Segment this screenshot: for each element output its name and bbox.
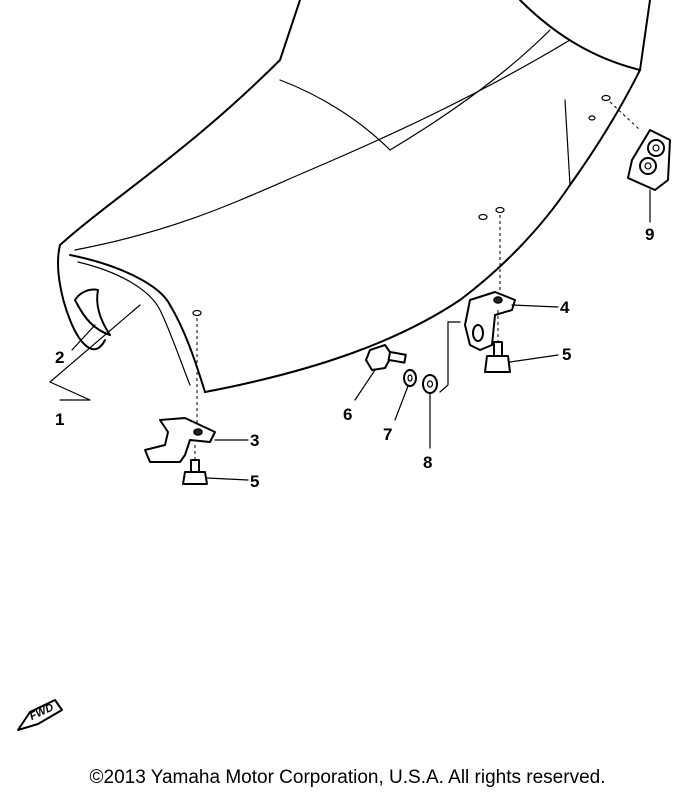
callout-3: 3 [250,431,259,450]
callout-5a: 5 [250,472,259,491]
washer-7 [394,369,417,421]
callout-6: 6 [343,405,352,424]
callout-8: 8 [423,453,432,472]
seat-outline [57,0,651,393]
washer-8 [422,374,438,449]
callout-1-leader [49,304,141,401]
bolt-5b [484,310,559,373]
bolt-6 [354,344,407,401]
callout-5b: 5 [562,345,571,364]
mount-hole-left [192,309,202,425]
mount-hole-right [478,206,505,290]
bracket-9 [627,129,671,223]
callout-2: 2 [55,348,64,367]
callout-7: 7 [383,425,392,444]
callout-9: 9 [645,225,654,244]
bracket-4 [439,291,559,393]
mount-hole-rear [588,94,641,131]
callout-2-leader [71,324,96,351]
bracket-3 [144,417,249,463]
callout-4: 4 [560,298,570,317]
fwd-label: FWD [28,701,56,722]
bolt-5a [182,445,249,485]
callout-1: 1 [55,410,64,429]
fwd-arrow-icon: FWD [17,699,63,731]
copyright-notice: ©2013 Yamaha Motor Corporation, U.S.A. A… [89,767,606,788]
